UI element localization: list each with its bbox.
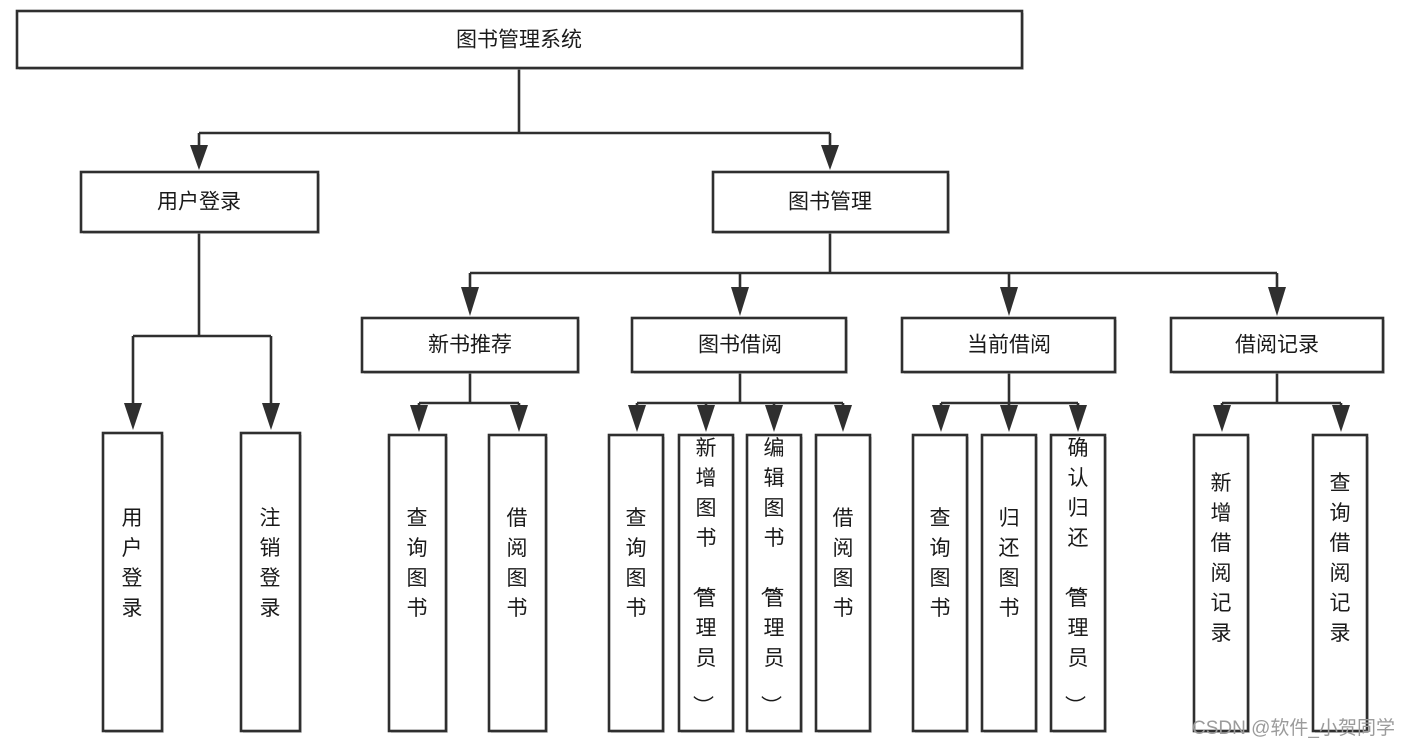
node-leaf-confirm-return-label: 确认归还（管理员） bbox=[1063, 437, 1089, 716]
node-root-box[interactable] bbox=[15, 9, 1024, 70]
node-current-borrow[interactable]: 当前借阅 bbox=[900, 316, 1117, 374]
node-book-manage-box[interactable] bbox=[711, 170, 950, 234]
node-book-manage[interactable]: 图书管理 bbox=[711, 170, 950, 234]
node-leaf-add-record-label: 新增借阅记录 bbox=[1211, 472, 1232, 645]
node-borrow-record-label: 借阅记录 bbox=[1235, 334, 1319, 357]
node-leaf-query-record-box[interactable] bbox=[1311, 433, 1369, 733]
node-user-login-label: 用户登录 bbox=[157, 191, 241, 214]
node-leaf-query-book-2-box[interactable] bbox=[607, 433, 665, 733]
node-leaf-user-login-label: 用户登录 bbox=[122, 507, 143, 620]
node-leaf-query-book-1[interactable]: 查询图书 bbox=[387, 433, 448, 733]
node-leaf-add-book-box[interactable] bbox=[677, 433, 735, 733]
arrow-head-leaf-query-book-2 bbox=[628, 405, 646, 432]
node-root[interactable]: 图书管理系统 bbox=[15, 9, 1024, 70]
arrow-head-book-manage bbox=[821, 145, 839, 170]
node-leaf-query-book-2[interactable]: 查询图书 bbox=[607, 433, 665, 733]
node-leaf-borrow-book-1-box[interactable] bbox=[487, 433, 548, 733]
node-leaf-edit-book-box[interactable] bbox=[745, 433, 803, 733]
node-borrow-record[interactable]: 借阅记录 bbox=[1169, 316, 1385, 374]
connector-layer bbox=[124, 68, 1350, 432]
node-borrow-record-box[interactable] bbox=[1169, 316, 1385, 374]
node-leaf-edit-book[interactable]: 编辑图书（管理员） bbox=[745, 433, 803, 733]
arrow-head-leaf-query-record bbox=[1332, 405, 1350, 432]
node-leaf-confirm-return[interactable]: 确认归还（管理员） bbox=[1049, 433, 1107, 733]
node-leaf-logout-box[interactable] bbox=[239, 431, 302, 733]
node-leaf-add-book-label: 新增图书（管理员） bbox=[691, 437, 717, 716]
node-leaf-add-record-box[interactable] bbox=[1192, 433, 1250, 733]
node-leaf-query-book-3-label: 查询图书 bbox=[930, 507, 951, 620]
csdn-watermark: CSDN @软件_小贺同学 bbox=[1192, 717, 1395, 739]
arrow-head-leaf-add-record bbox=[1213, 405, 1231, 432]
node-new-book-recommend[interactable]: 新书推荐 bbox=[360, 316, 580, 374]
arrow-head-leaf-query-book-3 bbox=[932, 405, 950, 432]
node-leaf-user-login[interactable]: 用户登录 bbox=[101, 431, 164, 733]
node-leaf-return-book-box[interactable] bbox=[980, 433, 1038, 733]
node-leaf-query-book-1-box[interactable] bbox=[387, 433, 448, 733]
node-user-login-box[interactable] bbox=[79, 170, 320, 234]
node-current-borrow-label: 当前借阅 bbox=[967, 334, 1051, 357]
node-leaf-edit-book-label: 编辑图书（管理员） bbox=[759, 437, 785, 716]
arrow-head-book-borrow bbox=[731, 287, 749, 316]
node-current-borrow-box[interactable] bbox=[900, 316, 1117, 374]
node-book-borrow[interactable]: 图书借阅 bbox=[630, 316, 848, 374]
arrow-head-current-borrow bbox=[1000, 287, 1018, 316]
arrow-head-user-login bbox=[190, 145, 208, 170]
node-leaf-query-record-label: 查询借阅记录 bbox=[1330, 472, 1351, 645]
arrow-head-leaf-add-book bbox=[697, 405, 715, 432]
node-leaf-return-book-label: 归还图书 bbox=[999, 507, 1020, 620]
node-new-book-recommend-box[interactable] bbox=[360, 316, 580, 374]
arrow-head-leaf-edit-book bbox=[765, 405, 783, 432]
node-leaf-query-book-1-label: 查询图书 bbox=[407, 507, 428, 620]
node-leaf-confirm-return-box[interactable] bbox=[1049, 433, 1107, 733]
node-leaf-add-book[interactable]: 新增图书（管理员） bbox=[677, 433, 735, 733]
node-user-login[interactable]: 用户登录 bbox=[79, 170, 320, 234]
node-leaf-logout-label: 注销登录 bbox=[260, 507, 281, 620]
arrow-head-leaf-user-login bbox=[124, 403, 142, 430]
node-root-label: 图书管理系统 bbox=[456, 29, 582, 52]
node-leaf-user-login-box[interactable] bbox=[101, 431, 164, 733]
node-leaf-borrow-book-2-label: 借阅图书 bbox=[833, 507, 854, 620]
arrow-head-borrow-record bbox=[1268, 287, 1286, 316]
node-leaf-query-book-3-box[interactable] bbox=[911, 433, 969, 733]
node-new-book-recommend-label: 新书推荐 bbox=[428, 334, 512, 357]
node-leaf-query-book-2-label: 查询图书 bbox=[626, 507, 647, 620]
node-leaf-query-book-3[interactable]: 查询图书 bbox=[911, 433, 969, 733]
node-leaf-add-record[interactable]: 新增借阅记录 bbox=[1192, 433, 1250, 733]
arrow-head-leaf-return-book bbox=[1000, 405, 1018, 432]
node-book-manage-label: 图书管理 bbox=[788, 191, 872, 214]
node-leaf-borrow-book-1-label: 借阅图书 bbox=[507, 507, 528, 620]
arrow-head-leaf-borrow-book-2 bbox=[834, 405, 852, 432]
node-leaf-logout[interactable]: 注销登录 bbox=[239, 431, 302, 733]
node-leaf-borrow-book-2[interactable]: 借阅图书 bbox=[814, 433, 872, 733]
arrow-head-leaf-confirm-return bbox=[1069, 405, 1087, 432]
arrow-head-leaf-logout bbox=[262, 403, 280, 430]
node-book-borrow-box[interactable] bbox=[630, 316, 848, 374]
node-leaf-return-book[interactable]: 归还图书 bbox=[980, 433, 1038, 733]
node-book-borrow-label: 图书借阅 bbox=[698, 334, 782, 357]
arrow-head-leaf-query-book-1 bbox=[410, 405, 428, 432]
node-leaf-borrow-book-2-box[interactable] bbox=[814, 433, 872, 733]
node-leaf-borrow-book-1[interactable]: 借阅图书 bbox=[487, 433, 548, 733]
arrow-head-new-book-recommend bbox=[461, 287, 479, 316]
node-leaf-query-record[interactable]: 查询借阅记录 bbox=[1311, 433, 1369, 733]
arrow-head-leaf-borrow-book-1 bbox=[510, 405, 528, 432]
